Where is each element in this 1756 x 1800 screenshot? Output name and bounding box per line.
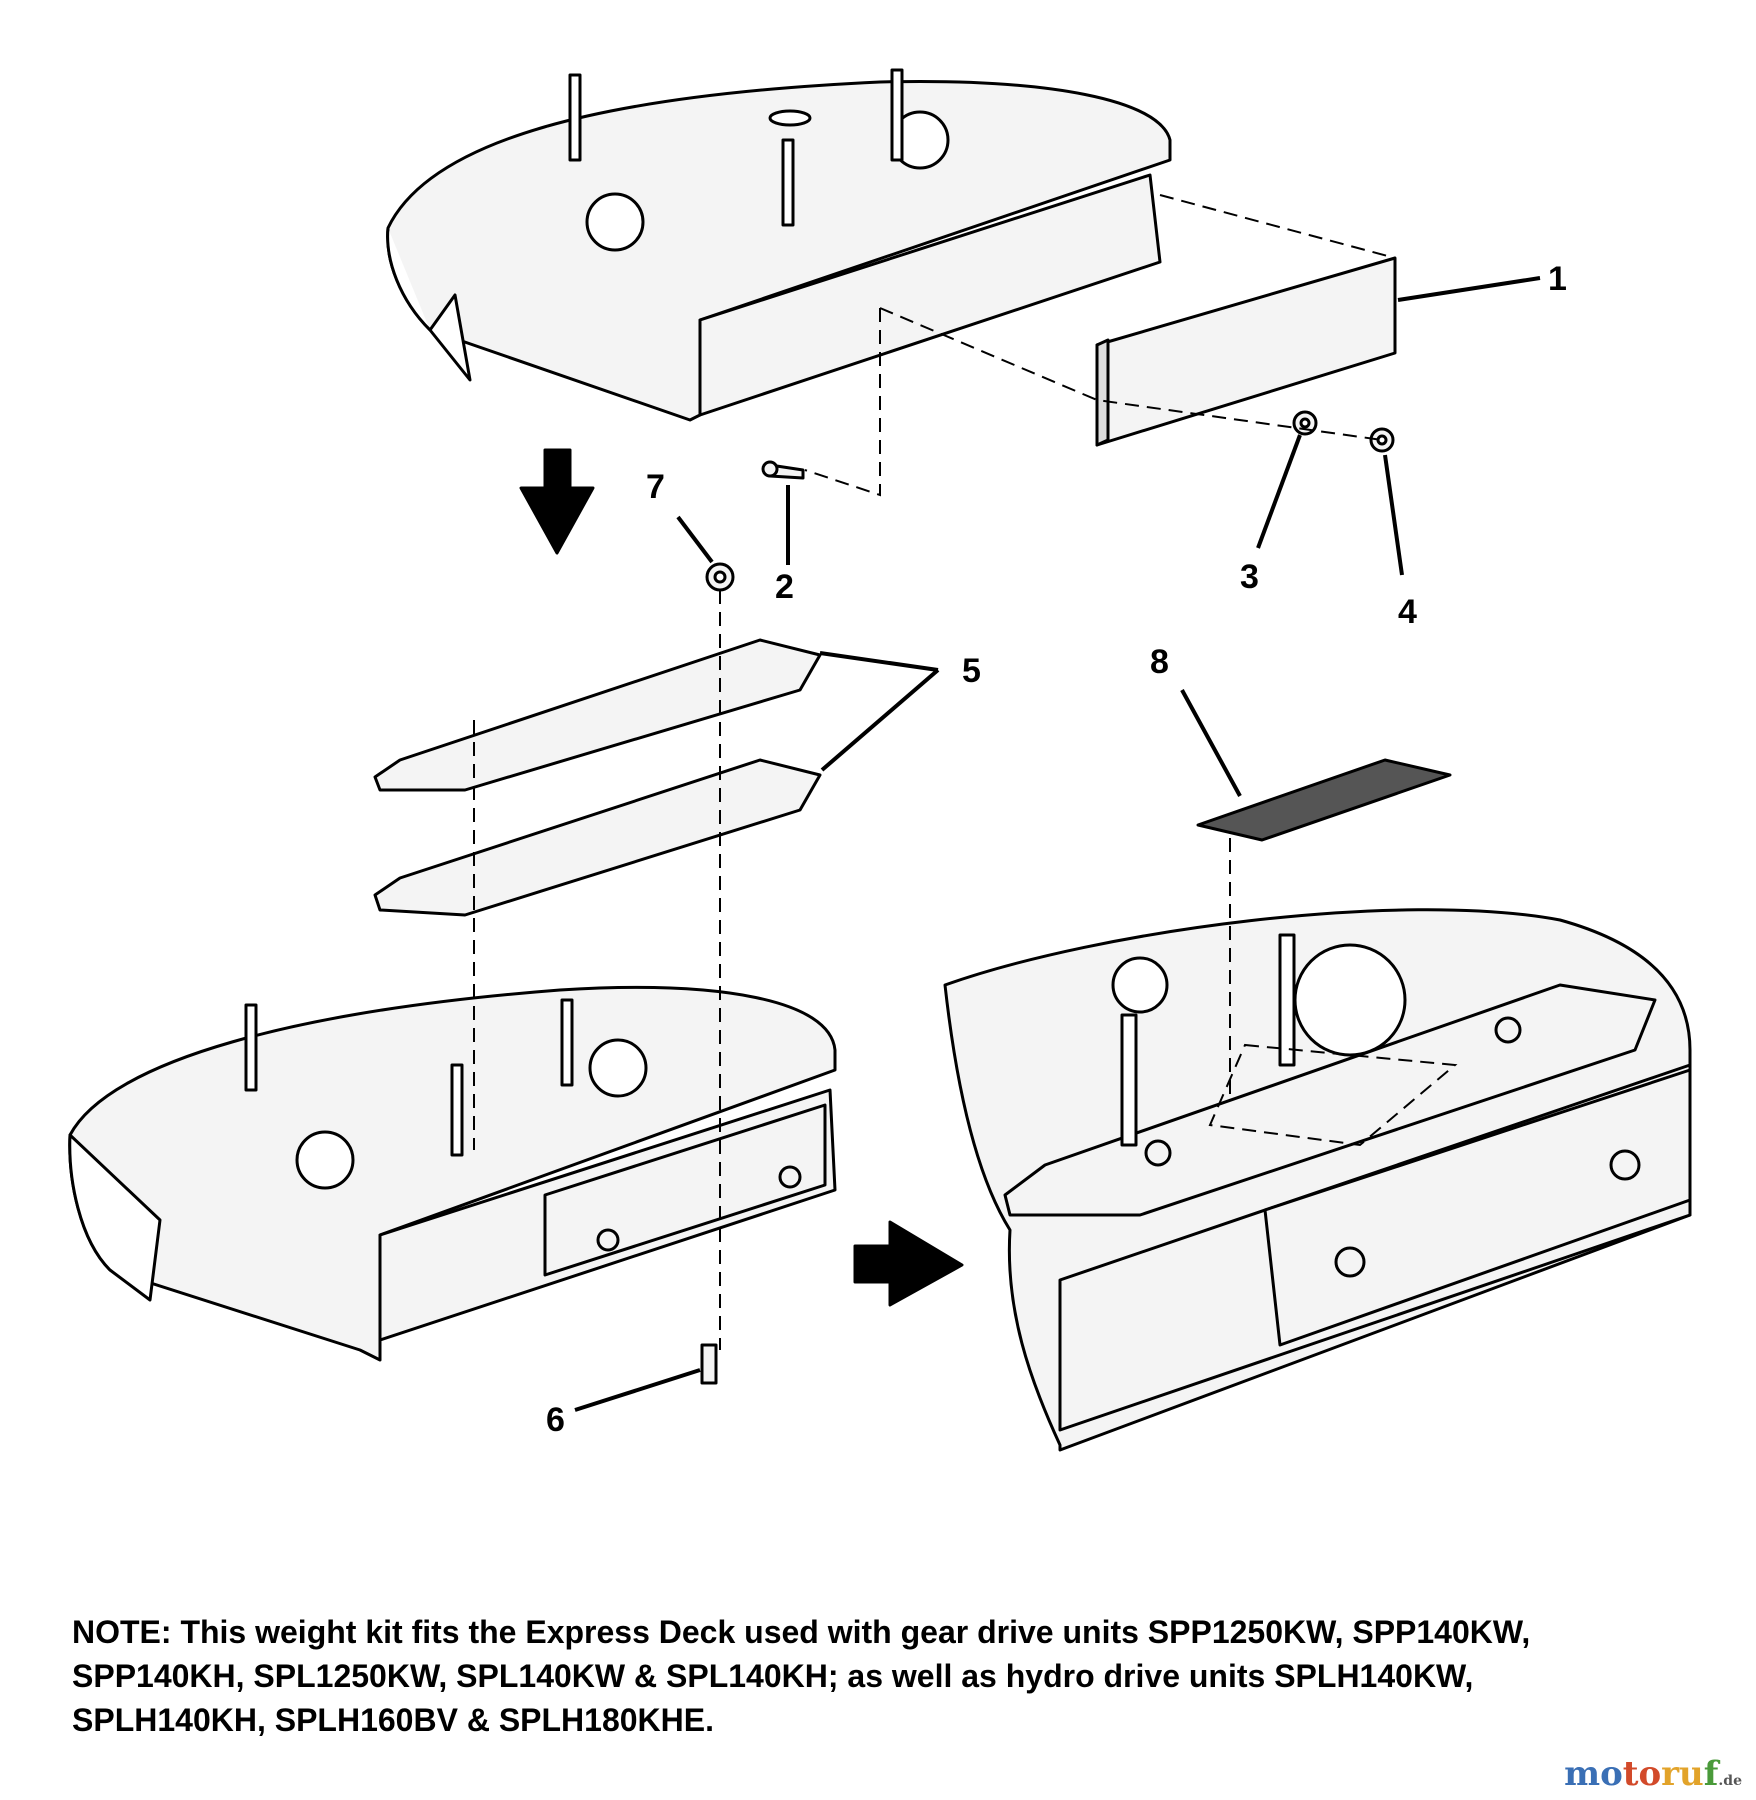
right-deck-assembled xyxy=(943,908,1692,1452)
callout-1: 1 xyxy=(1548,260,1567,298)
callout-3: 3 xyxy=(1240,558,1259,596)
compatibility-note: NOTE: This weight kit fits the Express D… xyxy=(72,1614,1531,1738)
alignment-lines xyxy=(473,194,1458,1350)
callout-2: 2 xyxy=(775,568,794,606)
decal-part-8 xyxy=(1196,758,1452,842)
lower-left-deck-housing xyxy=(68,986,837,1362)
weight-plate-upper-part-5 xyxy=(373,638,822,792)
nut-part-7 xyxy=(705,562,735,592)
top-deck-housing xyxy=(386,68,1172,422)
bolt-part-2 xyxy=(761,460,805,480)
watermark-logo: motoruf.de xyxy=(1564,1754,1742,1794)
callout-5: 5 xyxy=(962,652,981,690)
callout-7: 7 xyxy=(646,468,665,506)
callout-8: 8 xyxy=(1150,643,1169,681)
weight-bracket-part-1 xyxy=(1095,256,1397,447)
callout-4: 4 xyxy=(1398,593,1417,631)
arrow-down-icon xyxy=(519,448,595,555)
nut-part-4 xyxy=(1369,427,1395,453)
leader-lines xyxy=(574,276,1541,1412)
bolt-part-6 xyxy=(700,1343,718,1385)
callout-6: 6 xyxy=(546,1401,565,1439)
arrow-right-icon xyxy=(853,1220,964,1307)
weight-plate-lower-part-5 xyxy=(373,758,822,917)
